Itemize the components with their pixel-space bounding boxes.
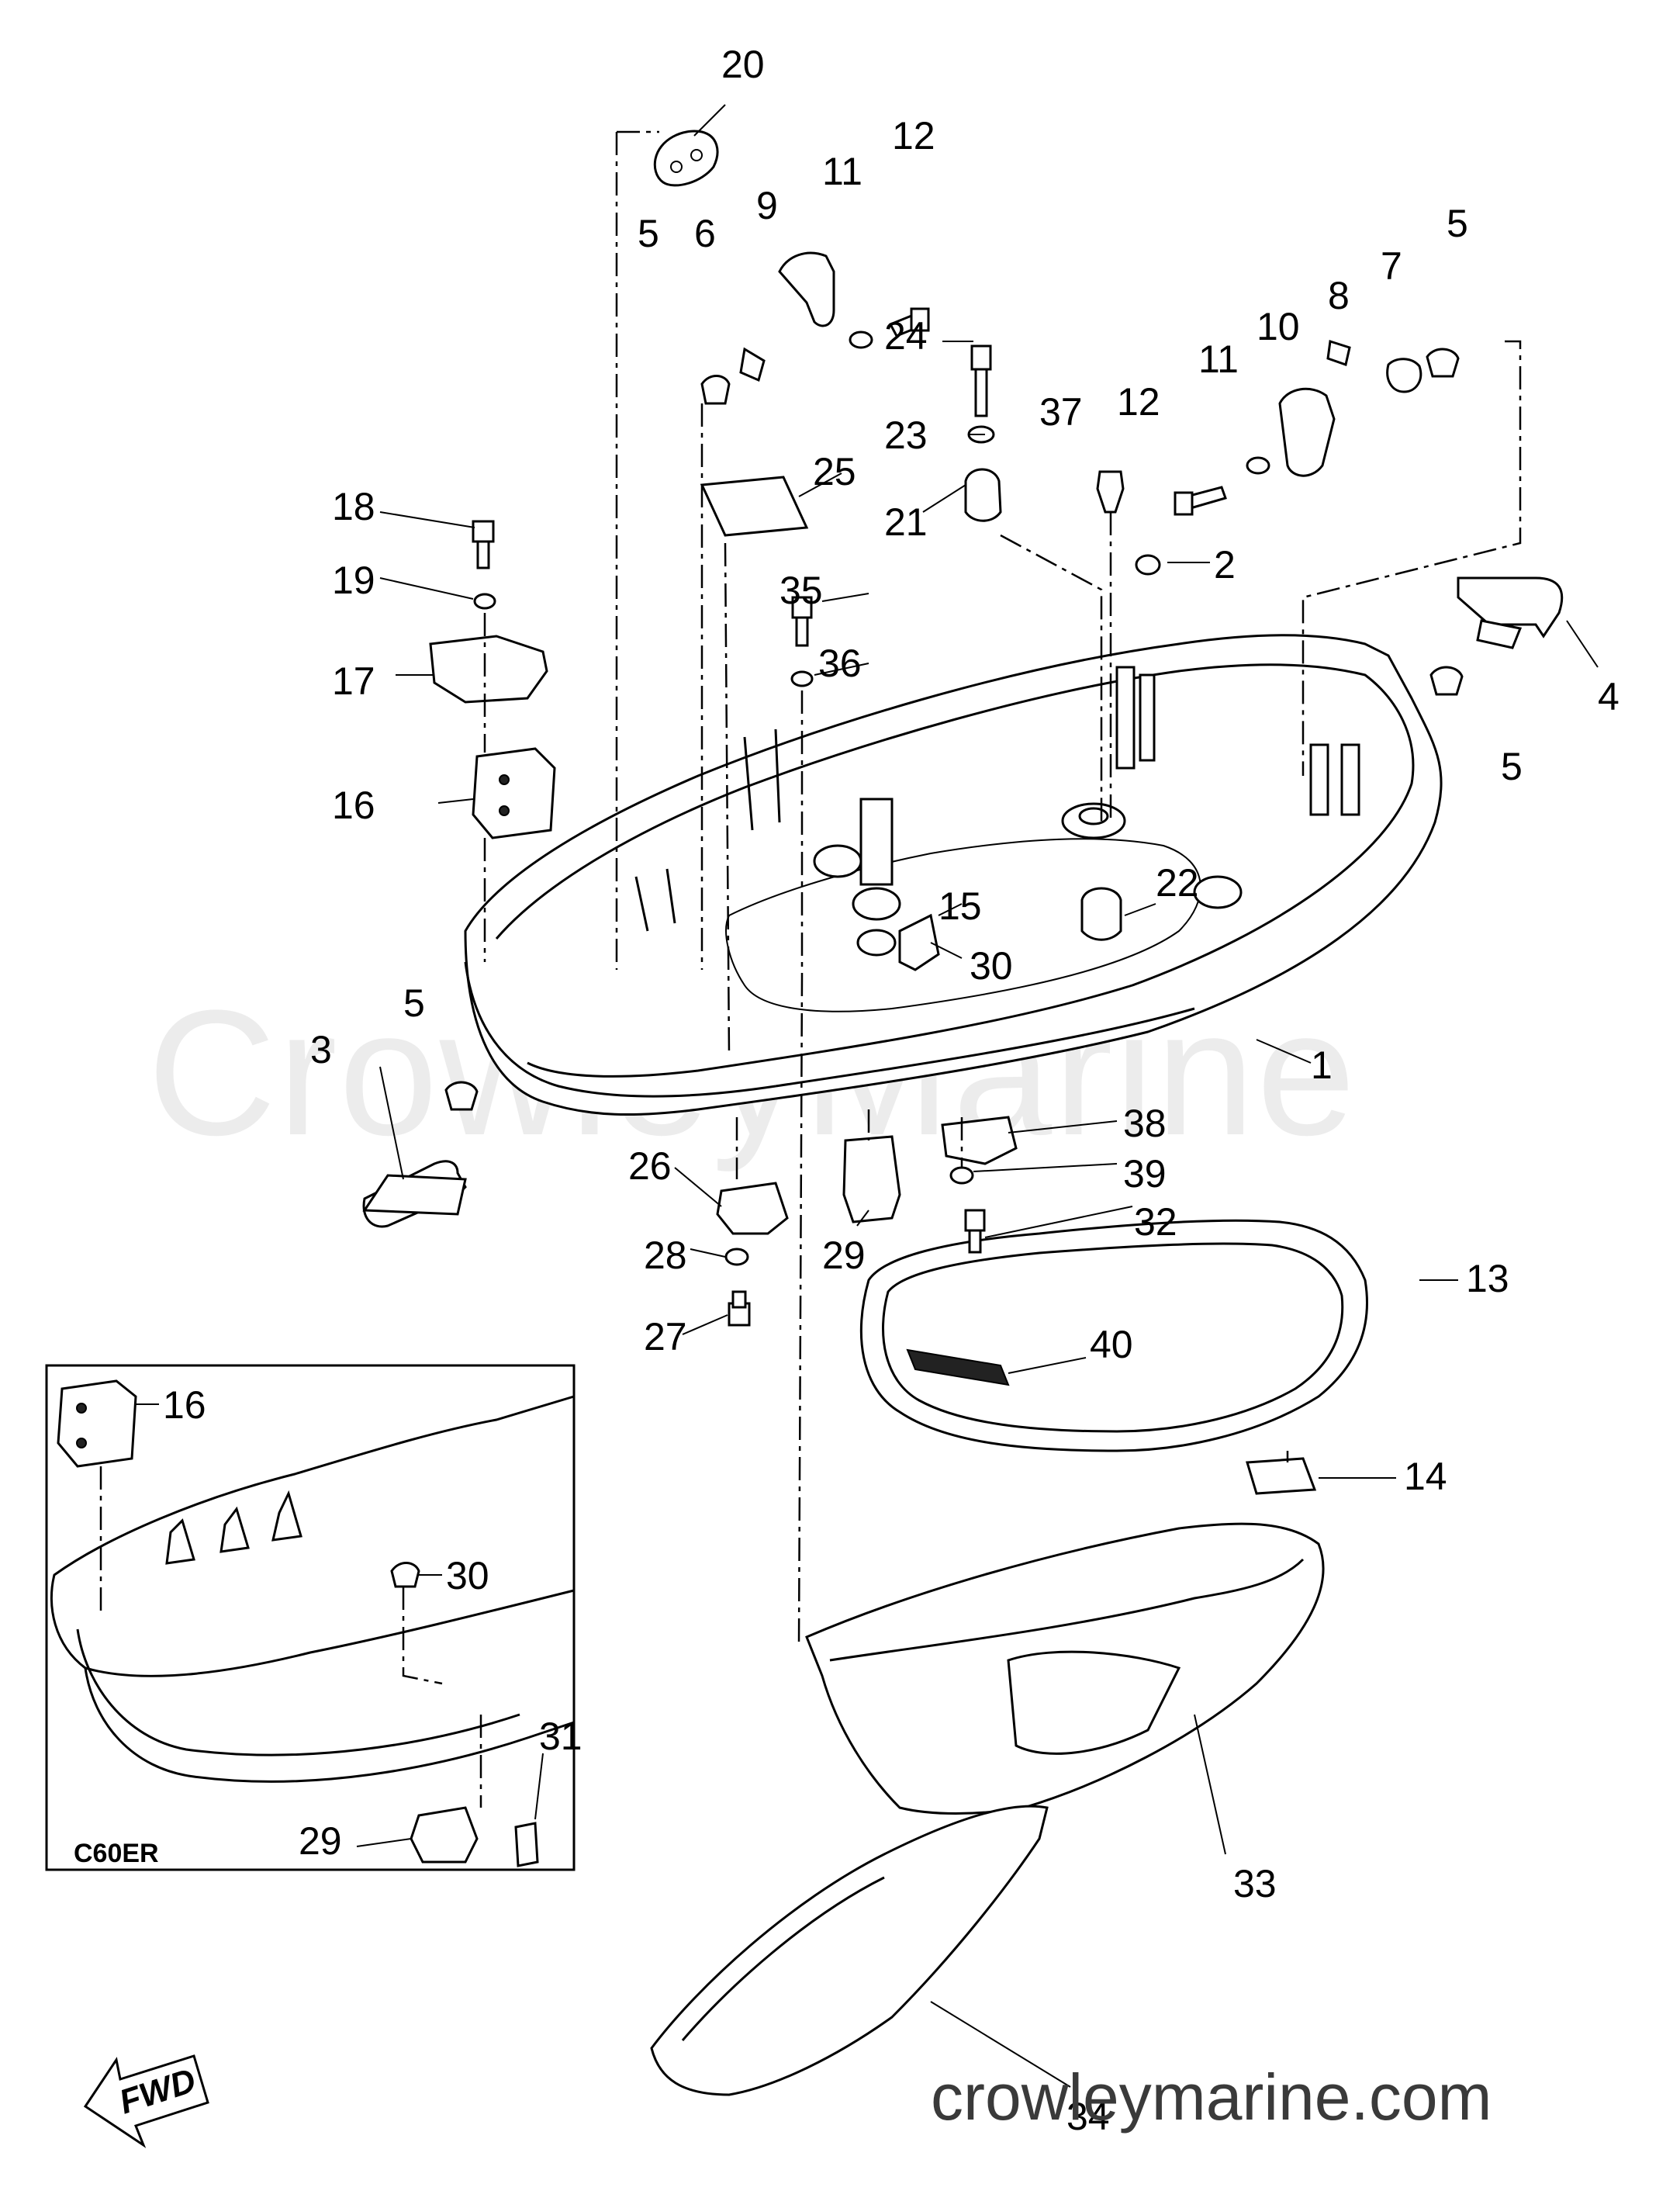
callout-8: 8 [1328,274,1350,317]
small-parts [362,130,1564,1495]
callout-5-mid: 5 [1501,745,1523,788]
callout-3: 3 [310,1028,332,1071]
callout-38: 38 [1123,1102,1167,1145]
callout-11-top: 11 [822,150,862,193]
callout-16: 16 [332,784,375,827]
leader-lines [379,104,1599,2088]
callout-6: 6 [694,212,716,255]
callout-labels: 20 12 11 9 6 5 24 23 25 21 37 12 11 10 8… [163,43,1620,2138]
fwd-arrow: FWD [83,2054,209,2148]
callout-24: 24 [884,314,928,358]
inset-c60er [45,1364,576,1871]
callout-36: 36 [818,642,862,685]
callout-10: 10 [1257,305,1300,348]
callout-1: 1 [1311,1043,1333,1087]
callout-14: 14 [1404,1455,1447,1498]
bottom-cowling [464,634,1443,1116]
callout-4: 4 [1598,675,1620,718]
callout-20: 20 [721,43,765,86]
callout-29-inset: 29 [299,1819,342,1863]
callout-39: 39 [1123,1152,1167,1196]
callout-32: 32 [1134,1200,1177,1244]
inset-model-label: C60ER [74,1839,159,1868]
callout-9: 9 [756,184,778,227]
callout-37: 37 [1039,390,1083,434]
callout-18: 18 [332,485,375,528]
callout-29: 29 [822,1234,866,1277]
callout-5-right: 5 [1447,202,1468,245]
lower-cover-left [650,1650,1181,2096]
assembly-lines [483,130,1522,1646]
callout-17: 17 [332,659,375,703]
callout-22: 22 [1156,861,1199,905]
callout-2: 2 [1214,543,1236,587]
callout-5-top: 5 [638,212,659,255]
callout-25: 25 [813,450,856,493]
callout-23: 23 [884,414,928,457]
callout-30: 30 [970,944,1013,988]
callout-34: 34 [1066,2095,1110,2138]
callout-28: 28 [644,1234,687,1277]
site-url: crowleymarine.com [931,2061,1492,2134]
callout-26: 26 [628,1144,672,1188]
callout-35: 35 [780,569,823,612]
bottom-gasket-plate [859,1219,1368,1452]
callout-13: 13 [1466,1257,1509,1300]
callout-7: 7 [1381,244,1402,288]
callout-21: 21 [884,500,928,544]
callout-11-right: 11 [1198,337,1239,381]
callout-12-right: 12 [1117,380,1160,424]
callout-15: 15 [939,884,982,928]
callout-27: 27 [644,1315,687,1358]
callout-30-inset: 30 [446,1554,489,1597]
callout-19: 19 [332,559,375,602]
callout-12-top: 12 [892,114,935,157]
fwd-label: FWD [115,2061,200,2122]
callout-40: 40 [1090,1323,1133,1366]
callout-33: 33 [1233,1862,1277,1905]
callout-16-inset: 16 [163,1383,206,1427]
callout-31: 31 [539,1715,582,1758]
callout-5-left: 5 [403,981,425,1025]
